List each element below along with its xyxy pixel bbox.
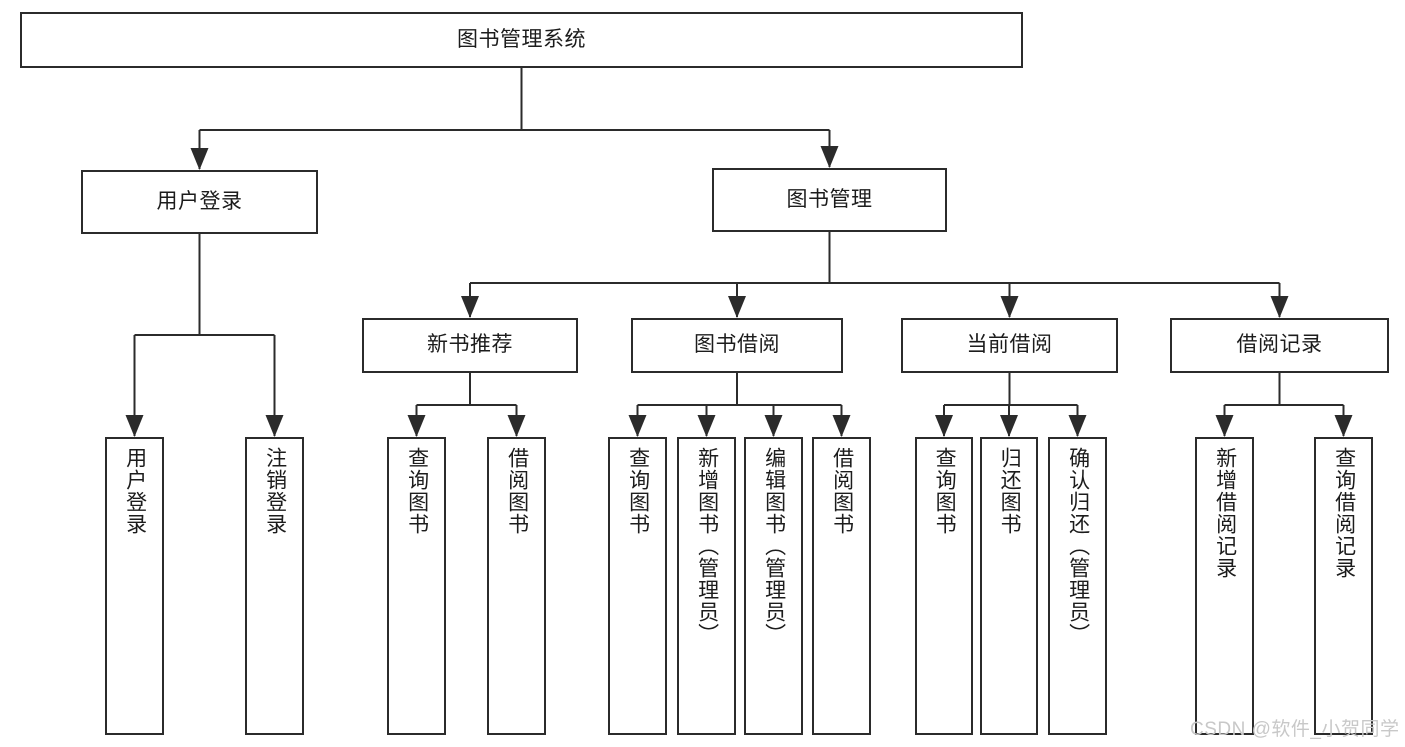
arrow-head-l3-0-1 [507,415,526,437]
arrow-head-l3-1-2 [764,415,783,437]
arrow-head-l3-3-0 [1215,415,1234,437]
arrow-head-l2-0-0 [125,415,144,437]
node-label: 图书管理 [786,187,873,211]
node-leaf-0: 用户登录 [105,437,164,735]
node-label: 借阅图书 [505,447,529,535]
arrow-head-l3-2-1 [1000,415,1018,437]
node-leaf-5: 新增图书（管理员） [677,437,736,735]
arrow-head-l3-1-1 [697,415,716,437]
node-l2-0: 用户登录 [81,170,318,234]
node-label: 新书推荐 [427,333,513,357]
arrow-head-l3-2-2 [1068,415,1087,437]
node-l3-0: 新书推荐 [362,318,578,373]
arrow-head-root-0 [190,148,209,170]
node-label: 归还图书 [998,447,1022,535]
node-label: 查询图书 [626,447,650,535]
node-leaf-2: 查询图书 [387,437,446,735]
node-l3-1: 图书借阅 [631,318,843,373]
node-label: 用户登录 [156,189,243,213]
node-label: 注销登录 [263,447,287,535]
node-label: 编辑图书（管理员） [762,447,786,645]
arrow-head-l3-0-0 [407,415,426,437]
node-leaf-12: 查询借阅记录 [1314,437,1373,735]
arrow-head-l2-0-1 [265,415,284,437]
node-leaf-7: 借阅图书 [812,437,871,735]
arrow-head-l3-2-0 [935,415,953,437]
node-label: 新增图书（管理员） [695,447,719,645]
node-leaf-1: 注销登录 [245,437,304,735]
node-label: 借阅图书 [830,447,854,535]
arrow-head-l2-1-1 [728,296,746,318]
node-label: 查询图书 [405,447,429,535]
node-label: 新增借阅记录 [1213,447,1237,579]
arrow-head-l3-1-0 [628,415,647,437]
node-l3-2: 当前借阅 [901,318,1118,373]
arrow-head-l2-1-2 [1000,296,1019,318]
node-leaf-11: 新增借阅记录 [1195,437,1254,735]
node-label: 查询借阅记录 [1332,447,1356,579]
arrow-head-l2-1-0 [461,296,479,318]
node-label: 查询图书 [933,447,957,535]
node-label: 借阅记录 [1236,333,1323,357]
arrow-head-l3-1-3 [832,415,851,437]
node-l2-1: 图书管理 [712,168,947,232]
node-leaf-6: 编辑图书（管理员） [744,437,803,735]
node-l3-3: 借阅记录 [1170,318,1389,373]
arrow-head-l3-3-1 [1334,415,1353,437]
node-leaf-4: 查询图书 [608,437,667,735]
node-label: 用户登录 [123,447,147,535]
node-leaf-10: 确认归还（管理员） [1048,437,1107,735]
arrow-head-l2-1-3 [1270,296,1289,318]
node-leaf-3: 借阅图书 [487,437,546,735]
node-label: 确认归还（管理员） [1066,447,1090,645]
arrow-head-root-1 [820,146,839,168]
node-leaf-9: 归还图书 [980,437,1038,735]
node-label: 图书管理系统 [457,27,586,51]
node-label: 图书借阅 [694,333,780,357]
node-root: 图书管理系统 [20,12,1023,68]
node-leaf-8: 查询图书 [915,437,973,735]
node-label: 当前借阅 [966,333,1053,357]
